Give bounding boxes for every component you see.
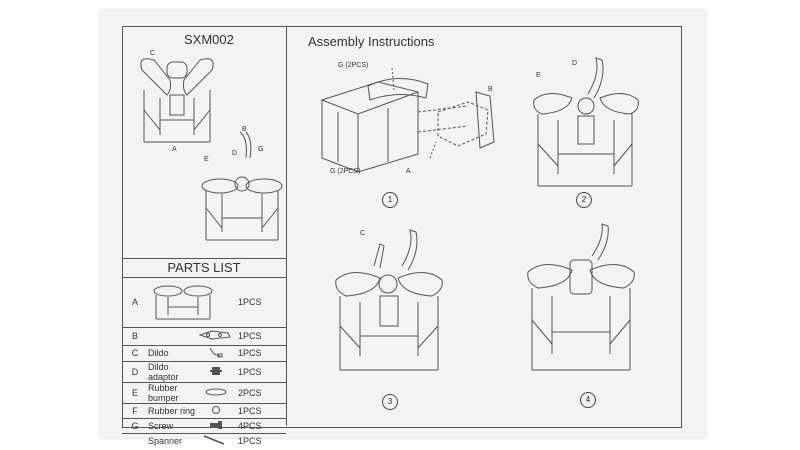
part-g-screw-icon — [210, 420, 222, 429]
part-qty: 2PCS — [238, 387, 262, 398]
part-name: Screw — [148, 420, 174, 431]
part-name — [148, 327, 198, 345]
part-name: Dildo — [148, 348, 169, 358]
part-letter — [122, 433, 148, 448]
step-1-callout-a: A — [406, 168, 411, 175]
part-qty: 4PCS — [238, 420, 262, 431]
part-name: Rubber ring — [148, 405, 196, 416]
parts-row-c: C Dildo 1PCS — [122, 345, 286, 361]
model-number: SXM002 — [184, 32, 234, 47]
part-qty: 1PCS — [238, 331, 262, 341]
part-qty: 1PCS — [238, 296, 262, 307]
part-letter: F — [132, 405, 138, 416]
overview-chair-top — [132, 50, 222, 150]
part-letter: B — [131, 331, 138, 341]
step-2-callout-d: D — [572, 60, 578, 67]
step-4-number: 4 — [580, 392, 596, 408]
part-letter: A — [131, 296, 138, 307]
page-title: Assembly Instructions — [308, 34, 435, 49]
step-1-number: 1 — [382, 192, 398, 208]
parts-row-g: G Screw 4PCS — [122, 418, 286, 433]
parts-row-d: D Dildo adaptor 1PCS — [122, 361, 286, 382]
part-name: Spanner — [148, 435, 183, 446]
parts-row-spanner: Spanner 1PCS — [122, 433, 286, 448]
step-2-number: 2 — [576, 192, 592, 208]
parts-row-a: A 1PCS — [122, 277, 286, 327]
parts-row-e: E Rubber bumper 2PCS — [122, 382, 286, 403]
step-2-callout-e: E — [536, 72, 541, 79]
part-spanner-icon — [203, 434, 225, 445]
overview-callout-a: A — [172, 146, 177, 153]
part-letter: E — [131, 387, 138, 398]
part-qty: 1PCS — [238, 435, 262, 446]
overview-callout-g: G — [258, 146, 264, 153]
part-d-adaptor-icon — [210, 366, 222, 375]
column-divider — [286, 26, 287, 426]
part-qty: 1PCS — [238, 348, 262, 358]
part-letter: C — [131, 348, 139, 358]
part-qty: 1PCS — [238, 405, 262, 416]
overview-callout-e: E — [204, 156, 209, 163]
overview-callout-d: D — [232, 150, 238, 157]
overview-callout-b: B — [242, 126, 247, 133]
part-f-ring-icon — [212, 405, 220, 414]
part-e-bumper-icon — [205, 388, 227, 395]
step-1-diagram — [318, 62, 508, 180]
step-4-diagram — [522, 220, 640, 376]
part-b-bracket-icon — [198, 330, 231, 340]
step-1-callout-g-top: G (2PCS) — [338, 62, 369, 69]
step-3-number: 3 — [382, 394, 398, 410]
step-1-callout-b: B — [488, 86, 493, 93]
step-1-callout-g-bottom: G (2PCS) — [330, 168, 361, 175]
step-3-callout-c: C — [360, 230, 366, 237]
parts-list-title: PARTS LIST — [122, 258, 286, 278]
step-2-diagram — [528, 54, 644, 194]
part-letter: G — [131, 420, 139, 431]
part-qty: 1PCS — [238, 366, 262, 377]
overview-chair-bottom — [198, 128, 286, 246]
part-c-dildo-icon — [209, 347, 223, 358]
parts-row-b: B 1PCS — [122, 327, 286, 345]
part-name: Rubber bumper — [148, 382, 179, 403]
step-3-diagram — [330, 226, 448, 376]
part-name: Dildo adaptor — [148, 361, 179, 382]
parts-row-f: F Rubber ring 1PCS — [122, 403, 286, 418]
sheet-border — [122, 26, 682, 428]
overview-callout-c: C — [150, 50, 156, 57]
parts-list-table: A 1PCS B 1PCS C Dildo 1PCS — [122, 277, 286, 448]
part-letter: D — [131, 366, 139, 377]
part-a-chair-icon — [153, 285, 213, 320]
